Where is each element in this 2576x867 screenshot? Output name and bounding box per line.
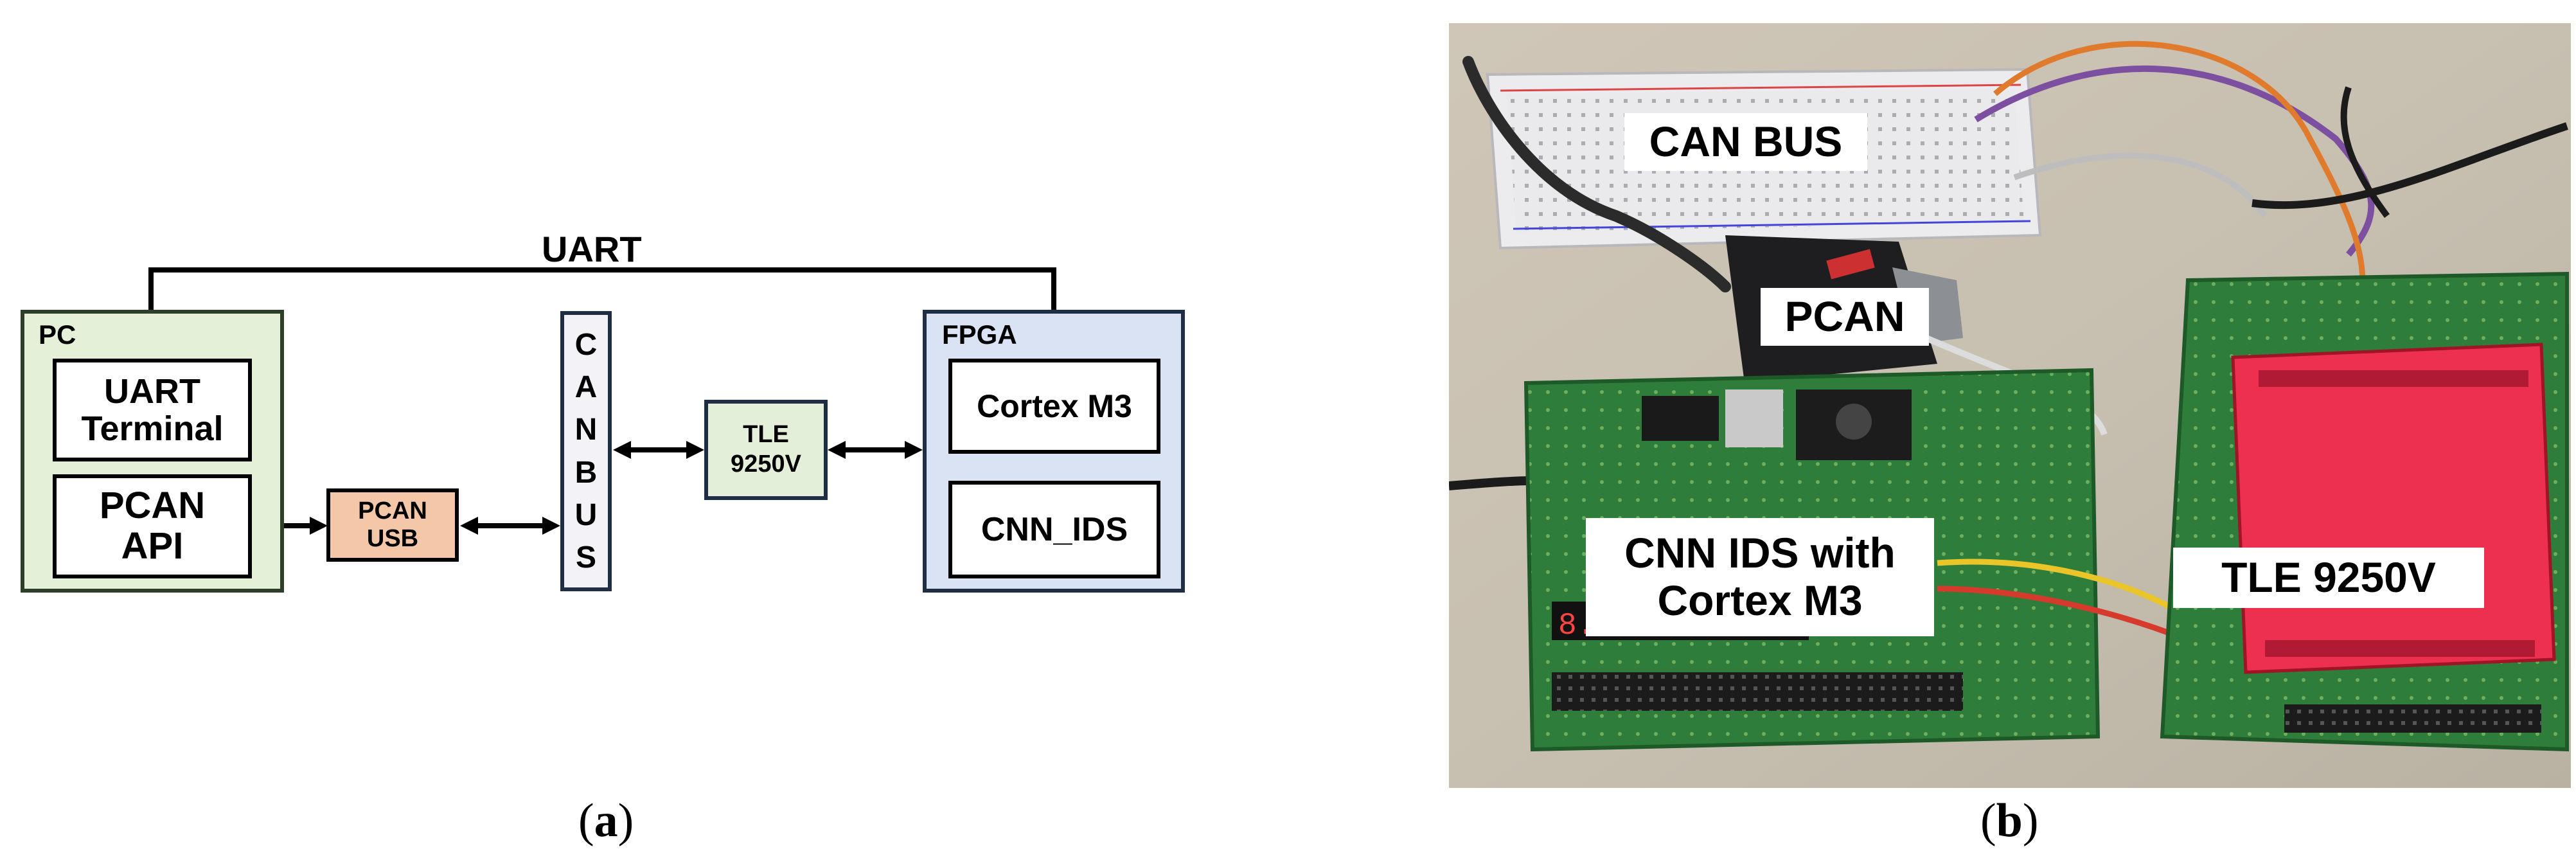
- cnn-ids-photo-label: CNN IDS with Cortex M3: [1586, 518, 1934, 636]
- pcan-cable: [1462, 56, 1731, 292]
- canbus-letter: C: [574, 328, 598, 362]
- tle-photo-label: TLE 9250V: [2173, 548, 2484, 608]
- cortex-m3-block: Cortex M3: [948, 359, 1160, 454]
- pcan-photo-label: PCAN: [1761, 288, 1929, 346]
- caption-a: (a): [578, 794, 634, 847]
- cnn-ids-photo-line1: CNN IDS with: [1624, 529, 1896, 577]
- gray-wire-2: [2013, 152, 2268, 218]
- cnn-ids-block: CNN_IDS: [948, 481, 1160, 578]
- canbus-letter: N: [574, 413, 598, 447]
- cortex-m3-label: Cortex M3: [977, 388, 1132, 424]
- canbus-letter: S: [575, 540, 596, 575]
- canbus-block: C A N B U S: [560, 311, 612, 591]
- pcan-usb-block: PCAN USB: [326, 488, 459, 562]
- yellow-wire: [1937, 559, 2196, 623]
- purple-wire: [1974, 65, 2375, 257]
- uart-terminal-line2: Terminal: [81, 409, 224, 448]
- orange-wire: [1993, 41, 2366, 300]
- canbus-letter: U: [574, 497, 598, 532]
- black-cable-right: [2252, 122, 2568, 210]
- pc-label: PC: [39, 319, 76, 350]
- block-diagram-connectors: [139, 267, 1056, 535]
- hardware-photo: 8.8.8.8.8.8.8.8.: [1449, 23, 2571, 788]
- pcan-api-block: PCAN API: [53, 474, 252, 578]
- fpga-label: FPGA: [942, 319, 1017, 350]
- tle-line1: TLE: [743, 421, 789, 449]
- black-cable-right-2: [2340, 86, 2390, 218]
- uart-terminal-block: UART Terminal: [53, 359, 252, 461]
- can-bus-photo-text: CAN BUS: [1649, 118, 1843, 166]
- tle-line2: 9250V: [731, 451, 801, 478]
- pcan-usb-line1: PCAN: [358, 497, 427, 525]
- caption-b: (b): [1980, 794, 2039, 847]
- tle-block: TLE 9250V: [704, 400, 828, 500]
- uart-terminal-line1: UART: [104, 371, 200, 411]
- pcan-usb-line2: USB: [366, 525, 419, 552]
- canbus-letter: A: [574, 370, 598, 405]
- uart-label: UART: [542, 229, 642, 269]
- tle-board: [2160, 271, 2569, 752]
- pcan-photo-text: PCAN: [1784, 292, 1905, 341]
- canbus-letter: B: [574, 455, 598, 490]
- tle-photo-text: TLE 9250V: [2221, 553, 2436, 602]
- pcan-api-line2: API: [121, 525, 184, 567]
- pcan-api-line1: PCAN: [99, 485, 206, 527]
- can-bus-photo-label: CAN BUS: [1624, 113, 1867, 171]
- cnn-ids-photo-line2: Cortex M3: [1657, 577, 1863, 624]
- cnn-ids-label: CNN_IDS: [981, 510, 1128, 548]
- red-wire: [1937, 585, 2189, 643]
- caption-b-letter: b: [1996, 794, 2023, 847]
- caption-a-letter: a: [594, 794, 618, 847]
- usb-cable: [1449, 476, 1533, 490]
- uart-connection-line: [148, 267, 1056, 347]
